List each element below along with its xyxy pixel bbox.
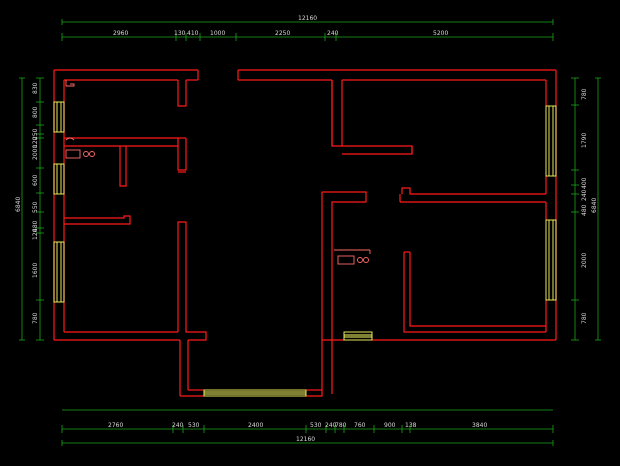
toilet-icon bbox=[65, 80, 75, 141]
top-dimension-chain: 12160 2960 130 410 1000 2250 240 5200 bbox=[61, 15, 554, 41]
window-right-upper bbox=[545, 105, 557, 177]
window-bottom-right bbox=[343, 331, 373, 341]
right-seg-dim: 780 bbox=[581, 88, 588, 100]
top-seg-dim: 240 bbox=[327, 30, 339, 37]
bottom-seg-dim: 138 bbox=[405, 422, 417, 429]
left-seg-dim: 480 bbox=[32, 220, 39, 232]
left-seg-dim: 1600 bbox=[32, 263, 39, 278]
left-seg-dim: 250 bbox=[32, 128, 39, 140]
bottom-seg-dim: 530 bbox=[310, 422, 322, 429]
left-seg-dim: 550 bbox=[32, 201, 39, 213]
right-seg-dim: 480 bbox=[581, 204, 588, 216]
top-seg-dim: 130 bbox=[174, 30, 186, 37]
bottom-seg-dim: 3840 bbox=[472, 422, 487, 429]
top-seg-dim: 1000 bbox=[210, 30, 225, 37]
left-seg-dim: 780 bbox=[32, 312, 39, 324]
left-seg-dim: 830 bbox=[32, 82, 39, 94]
bottom-seg-dim: 780 bbox=[335, 422, 347, 429]
top-seg-dim: 5200 bbox=[433, 30, 448, 37]
windows bbox=[53, 101, 557, 397]
left-seg-dim: 120 bbox=[32, 136, 39, 148]
left-seg-dim: 600 bbox=[32, 174, 39, 186]
window-left-lower bbox=[53, 241, 65, 303]
window-bottom-center bbox=[203, 389, 307, 397]
bottom-seg-dim: 240 bbox=[172, 422, 184, 429]
right-seg-dim: 1790 bbox=[581, 133, 588, 148]
bottom-seg-dim: 530 bbox=[188, 422, 200, 429]
bottom-seg-dim: 2400 bbox=[248, 422, 263, 429]
right-seg-dim: 2000 bbox=[581, 253, 588, 268]
bottom-seg-dim: 900 bbox=[384, 422, 396, 429]
right-dimension-chain: 780 1790 400 240 480 2000 780 6840 bbox=[571, 77, 601, 341]
sink-icon bbox=[65, 149, 95, 159]
right-total-dim: 6840 bbox=[591, 198, 598, 213]
bottom-seg-dim: 2760 bbox=[108, 422, 123, 429]
bottom-dimension-chain: 2760 240 530 2400 530 240 780 760 900 13… bbox=[61, 409, 554, 446]
right-seg-dim: 400 bbox=[581, 177, 588, 189]
window-left-upper bbox=[53, 101, 65, 133]
right-seg-dim: 240 bbox=[581, 189, 588, 201]
top-total-dim: 12160 bbox=[298, 15, 317, 22]
walls bbox=[53, 69, 557, 397]
right-seg-dim: 780 bbox=[581, 312, 588, 324]
left-dimension-chain: 6840 830 800 250 120 2000 600 550 480 12… bbox=[15, 77, 44, 341]
left-total-dim: 6840 bbox=[15, 197, 22, 212]
window-right-lower bbox=[545, 219, 557, 301]
left-seg-dim: 800 bbox=[32, 106, 39, 118]
sink-icon bbox=[334, 249, 371, 265]
top-seg-dim: 2960 bbox=[113, 30, 128, 37]
bottom-seg-dim: 760 bbox=[354, 422, 366, 429]
fixtures bbox=[65, 80, 371, 265]
left-seg-dim: 2000 bbox=[32, 145, 39, 160]
top-seg-dim: 2250 bbox=[275, 30, 290, 37]
bottom-seg-dim: 240 bbox=[325, 422, 337, 429]
window-left-middle bbox=[53, 163, 65, 195]
bottom-total-dim: 12160 bbox=[296, 436, 315, 443]
top-seg-dim: 410 bbox=[187, 30, 199, 37]
left-seg-dim: 120 bbox=[32, 228, 39, 240]
